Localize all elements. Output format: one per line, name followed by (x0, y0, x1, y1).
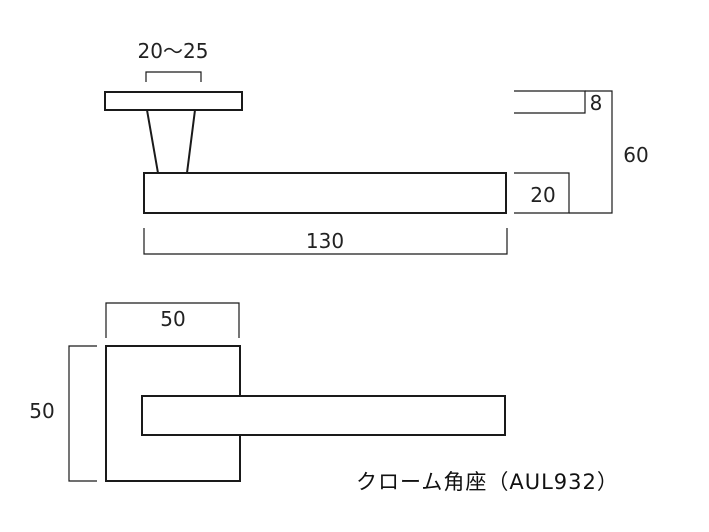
lever-height-label: 20 (530, 183, 555, 207)
side-view (104, 71, 613, 255)
rose-thickness-label: 20～25 (138, 39, 209, 63)
front-view (68, 302, 506, 482)
lever-length-dimension-line (143, 228, 508, 255)
rose-width-label: 50 (160, 307, 185, 331)
product-caption: クローム角座（AUL932） (356, 470, 619, 494)
rose-width-dimension-line (105, 302, 240, 338)
rose-plate-side (104, 91, 243, 111)
lever-thickness-dimension-line (514, 90, 586, 114)
rose-height-dimension-line (68, 345, 97, 482)
rose-height-label: 50 (29, 399, 54, 423)
lever-neck (145, 109, 197, 174)
rose-thickness-dimension-line (145, 71, 202, 82)
projection-dimension-line (569, 90, 613, 214)
lever-thickness-label: 8 (590, 91, 603, 115)
lever-height-dimension-line (514, 172, 570, 214)
lever-body-front (141, 395, 506, 436)
projection-label: 60 (623, 143, 648, 167)
lever-length-label: 130 (306, 229, 344, 253)
lever-body-side (143, 172, 507, 214)
